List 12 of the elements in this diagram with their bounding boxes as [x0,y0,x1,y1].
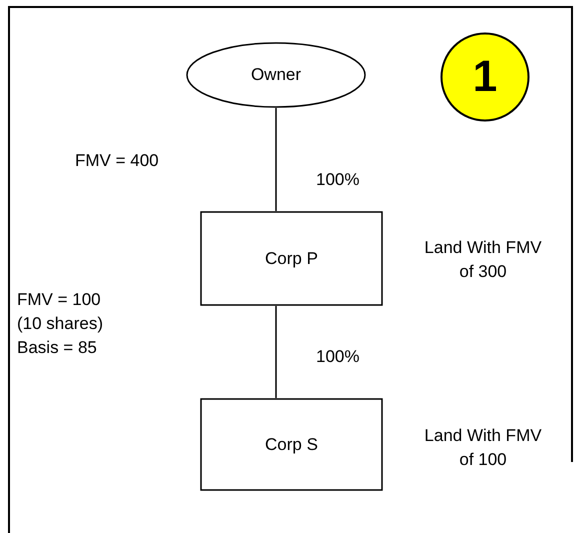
node-note: Land With FMV of 100 [423,425,543,471]
step-number: 1 [472,52,498,102]
connector-line [275,306,277,398]
node-label: Corp P [265,248,318,268]
value-note: 100% [316,169,360,191]
node-label: Owner [250,65,302,85]
value-note: 100% [316,346,360,368]
node-label: Corp S [265,434,318,454]
connector-line [275,108,277,211]
value-note: FMV = 400 [75,150,160,172]
node-note: Land With FMV of 300 [423,237,543,283]
value-note: FMV = 100 (10 shares) Basis = 85 [17,289,104,359]
